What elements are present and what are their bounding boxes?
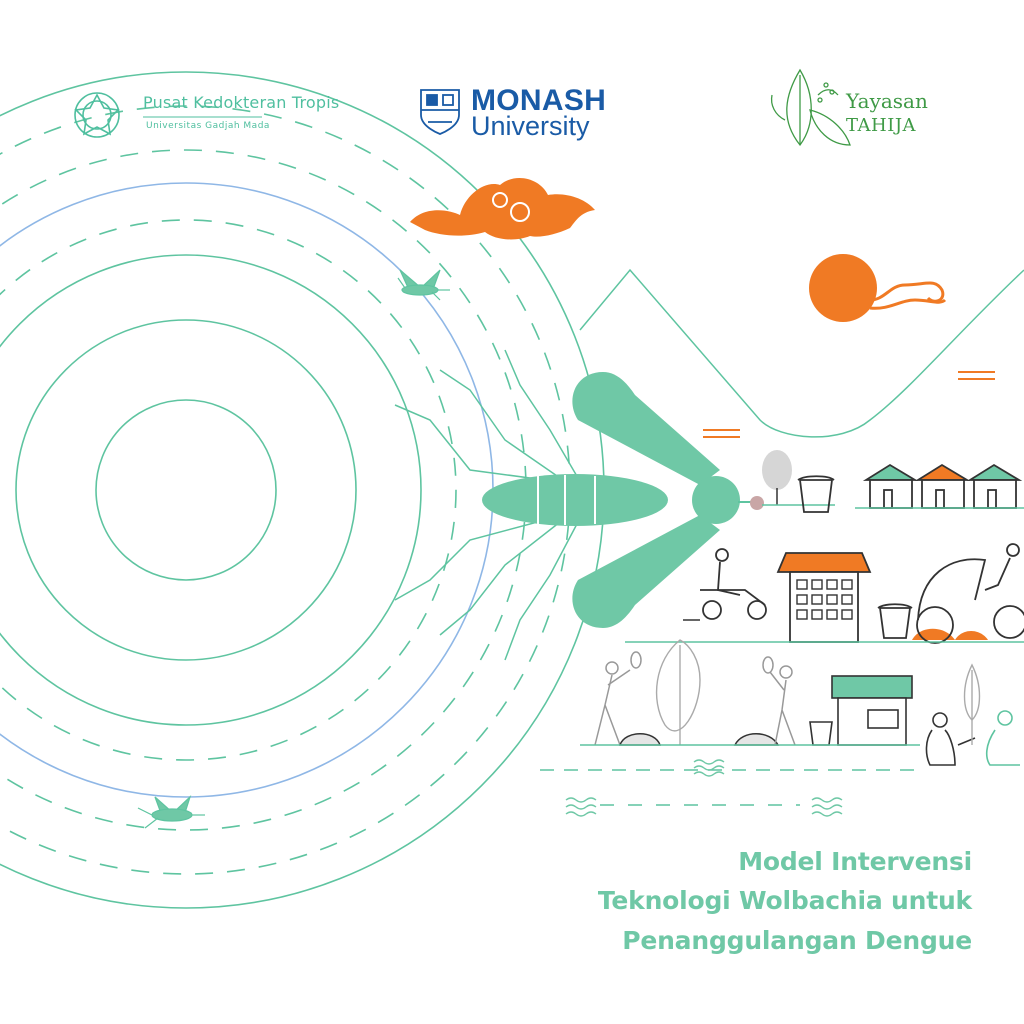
bucket-icon — [877, 603, 913, 639]
small-mosquito-icon — [397, 269, 450, 301]
pkt-logo-subtitle: Universitas Gadjah Mada — [146, 121, 270, 131]
leaf-tree-icon — [963, 663, 981, 745]
pkt-logo-name: Pusat Kedokteran Tropis — [143, 93, 340, 112]
water-icon — [565, 759, 843, 817]
tree-icon — [762, 450, 792, 505]
bucket-icon — [809, 721, 833, 746]
badminton-player-icon — [762, 656, 796, 746]
orange-dash — [703, 371, 995, 438]
becak-rider-icon — [916, 543, 1024, 644]
small-mosquito-icon — [137, 794, 205, 829]
title-line-1: Model Intervensi — [738, 847, 972, 876]
houses-icon — [862, 463, 1023, 509]
tahija-logo-line2: TAHIJA — [846, 115, 917, 136]
tahija-leaf-icon — [770, 68, 851, 147]
scooter-rider-icon — [700, 548, 767, 620]
building-icon — [776, 552, 872, 643]
dot — [750, 496, 764, 510]
tahija-logo-line1: Yayasan — [846, 89, 928, 113]
badminton-player-icon — [594, 651, 642, 746]
monash-logo-line1: MONASH — [471, 84, 607, 117]
mountain-line — [579, 268, 1024, 438]
mosquito-legs — [394, 349, 579, 661]
shop-icon — [831, 675, 913, 746]
mosquito-icon — [482, 372, 740, 628]
cloud-icon — [410, 177, 595, 240]
pkt-logo-icon — [74, 92, 120, 138]
title-line-3: Penanggulangan Dengue — [622, 926, 972, 955]
wind-icon — [869, 281, 947, 310]
leaf-tree-icon — [655, 639, 701, 745]
monash-crest-icon — [420, 89, 460, 135]
mound — [618, 733, 780, 746]
monash-logo-line2: University — [471, 111, 590, 141]
sun-icon — [809, 254, 877, 322]
title-line-2: Teknologi Wolbachia untuk — [597, 886, 972, 915]
bucket-icon — [797, 475, 835, 513]
